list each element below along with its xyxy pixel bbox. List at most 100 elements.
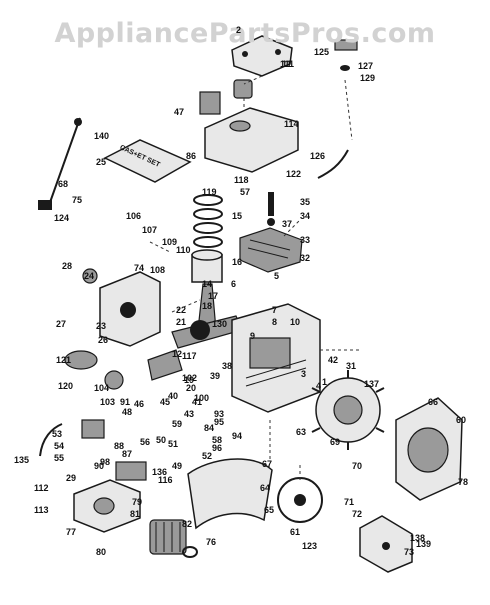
callout-3: 3 <box>301 369 307 379</box>
callout-87: 87 <box>122 449 133 459</box>
callout-113: 113 <box>34 505 49 515</box>
callout-28: 28 <box>62 261 73 271</box>
callout-45: 45 <box>160 397 171 407</box>
callout-11: 11 <box>282 59 292 69</box>
filter-washer <box>182 546 198 558</box>
filler-neck <box>233 79 253 99</box>
callout-51: 51 <box>168 439 179 449</box>
callout-108: 108 <box>150 265 166 275</box>
callout-107: 107 <box>142 225 158 235</box>
callout-104: 104 <box>94 383 110 393</box>
callout-91: 91 <box>120 397 131 407</box>
callout-31: 31 <box>346 361 357 371</box>
callout-120: 120 <box>58 381 74 391</box>
callout-66: 66 <box>428 397 439 407</box>
callout-102: 102 <box>182 373 198 383</box>
callout-64: 64 <box>260 483 271 493</box>
bracket-47 <box>199 91 221 115</box>
callout-38: 38 <box>222 361 233 371</box>
callout-96: 96 <box>212 443 223 453</box>
callout-129: 129 <box>360 73 376 83</box>
callout-17: 17 <box>208 291 219 301</box>
callout-68: 68 <box>58 179 69 189</box>
callout-138: 138 <box>410 533 426 543</box>
callout-117: 117 <box>182 351 197 361</box>
callout-74: 74 <box>134 263 145 273</box>
callout-16: 16 <box>232 257 243 267</box>
callout-60: 60 <box>456 415 467 425</box>
callout-34: 34 <box>300 211 311 221</box>
callout-75: 75 <box>72 195 83 205</box>
callout-100: 100 <box>194 393 210 403</box>
starter-cup <box>277 477 323 523</box>
governor-gear <box>104 370 124 390</box>
callout-69: 69 <box>330 437 341 447</box>
callout-55: 55 <box>54 453 65 463</box>
callout-12: 12 <box>172 349 183 359</box>
spark-plug <box>267 192 275 226</box>
callout-124: 124 <box>54 213 70 223</box>
breather-cap <box>82 268 98 284</box>
cylinder-head <box>239 227 303 273</box>
callout-4: 4 <box>316 381 322 391</box>
callout-24: 24 <box>84 271 95 281</box>
callout-25: 25 <box>96 157 107 167</box>
callout-127: 127 <box>358 61 374 71</box>
callout-80: 80 <box>96 547 107 557</box>
callout-140: 140 <box>94 131 110 141</box>
callout-54: 54 <box>54 441 65 451</box>
throttle-linkage <box>39 419 147 481</box>
callout-81: 81 <box>130 509 141 519</box>
callout-58: 58 <box>212 435 223 445</box>
callout-21: 21 <box>176 317 187 327</box>
callout-65: 65 <box>264 505 275 515</box>
callout-86: 86 <box>186 151 197 161</box>
callout-94: 94 <box>232 431 243 441</box>
callout-48: 48 <box>122 407 133 417</box>
callout-5: 5 <box>274 271 280 281</box>
fuel-line <box>317 39 358 179</box>
callout-76: 76 <box>206 537 217 547</box>
callout-52: 52 <box>202 451 213 461</box>
callout-103: 103 <box>100 397 116 407</box>
callout-9: 9 <box>250 331 256 341</box>
callout-114: 114 <box>284 119 299 129</box>
piston-rings <box>193 194 223 248</box>
callout-116: 116 <box>158 475 173 485</box>
dipstick <box>38 117 82 210</box>
callout-78: 78 <box>458 477 469 487</box>
callout-18: 18 <box>202 301 213 311</box>
callout-118: 118 <box>234 175 249 185</box>
callout-57: 57 <box>240 187 251 197</box>
callout-19: 19 <box>184 375 195 385</box>
callout-139: 139 <box>416 539 432 549</box>
callout-77: 77 <box>66 527 77 537</box>
callout-49: 49 <box>172 461 183 471</box>
callout-98: 98 <box>100 457 111 467</box>
fuel-tank <box>204 107 299 173</box>
callout-40: 40 <box>168 391 179 401</box>
air-filter <box>149 519 187 555</box>
callout-32: 32 <box>300 253 311 263</box>
callout-130: 130 <box>212 319 228 329</box>
callout-22: 22 <box>176 305 187 315</box>
callout-90: 90 <box>94 461 105 471</box>
callout-8: 8 <box>272 317 278 327</box>
callout-15: 15 <box>232 211 243 221</box>
coil-bracket <box>147 349 183 381</box>
callout-7: 7 <box>272 305 278 315</box>
callout-33: 33 <box>300 235 311 245</box>
callout-72: 72 <box>352 509 363 519</box>
callout-136: 136 <box>152 467 168 477</box>
flywheel <box>311 370 385 450</box>
callout-67: 67 <box>262 459 273 469</box>
callout-59: 59 <box>172 419 183 429</box>
carburetor <box>73 479 141 533</box>
callout-43: 43 <box>184 409 195 419</box>
air-deflector <box>187 458 273 530</box>
callout-93: 93 <box>214 409 225 419</box>
callout-26: 26 <box>98 335 109 345</box>
callout-71: 71 <box>344 497 355 507</box>
